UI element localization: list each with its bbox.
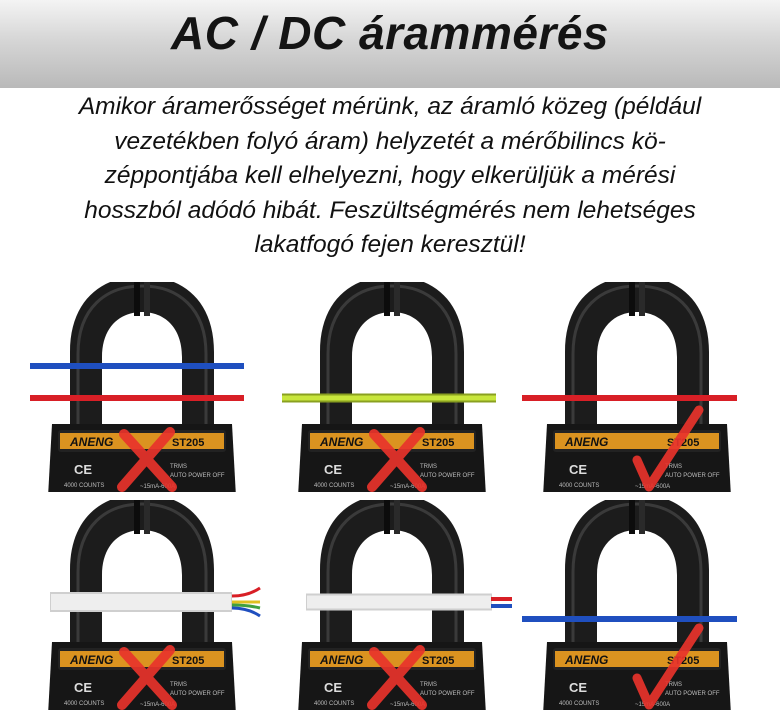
clamp-jaw (320, 500, 464, 650)
model-label: ST205 (172, 437, 204, 449)
wrong-x-icon (117, 645, 177, 710)
brand-label: ANENG (319, 653, 363, 667)
trms-label: TRMS (665, 682, 682, 688)
title-banner: AC / DC árammérés (0, 0, 780, 88)
trms-label: TRMS (170, 682, 187, 688)
model-label: ST205 (422, 437, 454, 449)
range-label: ~15mA-600A (140, 484, 175, 490)
trms-label: TRMS (420, 682, 437, 688)
clamp-jaw (565, 282, 709, 432)
clamp-panel-3: ANENG ST205 CE 4000 COUNTS TRMS AUTO POW… (517, 282, 757, 492)
core-wire (231, 606, 261, 618)
clamp-panel-6: ANENG ST205 CE 4000 COUNTS TRMS AUTO POW… (517, 500, 757, 710)
ce-mark: CE (74, 680, 92, 695)
ce-mark: CE (569, 680, 587, 695)
wrong-x-icon (367, 427, 427, 492)
auto-power-off-label: AUTO POWER OFF (665, 691, 720, 697)
description-line: zéppontjába kell elhelyezni, hogy elkerü… (104, 162, 676, 189)
clamp-jaw (70, 500, 214, 650)
auto-power-off-label: AUTO POWER OFF (170, 691, 225, 697)
range-label: ~15mA-600A (390, 702, 425, 708)
wrong-x-icon (367, 645, 427, 710)
counts-label: 4000 COUNTS (559, 483, 599, 489)
brand-label: ANENG (69, 653, 113, 667)
clamp-panel-2: ANENG ST205 CE 4000 COUNTS TRMS AUTO POW… (272, 282, 512, 492)
core-wire (231, 586, 261, 598)
trms-label: TRMS (665, 464, 682, 470)
auto-power-off-label: AUTO POWER OFF (420, 473, 475, 479)
clamp-jaw (70, 282, 214, 432)
counts-label: 4000 COUNTS (64, 483, 104, 489)
range-label: ~15mA-600A (140, 702, 175, 708)
trms-label: TRMS (170, 464, 187, 470)
brand-label: ANENG (564, 435, 608, 449)
description-line: lakatfogó fejen keresztül! (254, 231, 526, 258)
counts-label: 4000 COUNTS (559, 701, 599, 707)
clamp-panel-4: ANENG ST205 CE 4000 COUNTS TRMS AUTO POW… (22, 500, 262, 710)
auto-power-off-label: AUTO POWER OFF (170, 473, 225, 479)
auto-power-off-label: AUTO POWER OFF (665, 473, 720, 479)
range-label: ~15mA-600A (390, 484, 425, 490)
description-text: Amikor áramerősséget mérünk, az áramló k… (15, 90, 765, 263)
correct-check-icon (632, 623, 704, 710)
model-label: ST205 (422, 655, 454, 667)
clamp-panel-5: ANENG ST205 CE 4000 COUNTS TRMS AUTO POW… (272, 500, 512, 710)
core-wire (231, 603, 261, 610)
brand-label: ANENG (69, 435, 113, 449)
trms-label: TRMS (420, 464, 437, 470)
brand-label: ANENG (564, 653, 608, 667)
clamp-jaw (320, 282, 464, 432)
ce-mark: CE (569, 462, 587, 477)
model-label: ST205 (172, 655, 204, 667)
page-title: AC / DC árammérés (170, 7, 610, 59)
description-line: vezetékben folyó áram) helyzetét a mérőb… (114, 127, 666, 155)
clamp-panel-1: ANENG ST205 CE 4000 COUNTS TRMS AUTO POW… (22, 282, 262, 492)
counts-label: 4000 COUNTS (314, 701, 354, 707)
auto-power-off-label: AUTO POWER OFF (420, 691, 475, 697)
counts-label: 4000 COUNTS (64, 701, 104, 707)
correct-check-icon (632, 405, 704, 492)
counts-label: 4000 COUNTS (314, 483, 354, 489)
description-line: hosszból adódó hibát. Feszültségmérés ne… (84, 196, 696, 224)
ce-mark: CE (324, 680, 342, 695)
brand-label: ANENG (319, 435, 363, 449)
ce-mark: CE (74, 462, 92, 477)
clamp-jaw (565, 500, 709, 650)
description-line: Amikor áramerősséget mérünk, az áramló k… (78, 93, 702, 120)
wrong-x-icon (117, 427, 177, 492)
ce-mark: CE (324, 462, 342, 477)
